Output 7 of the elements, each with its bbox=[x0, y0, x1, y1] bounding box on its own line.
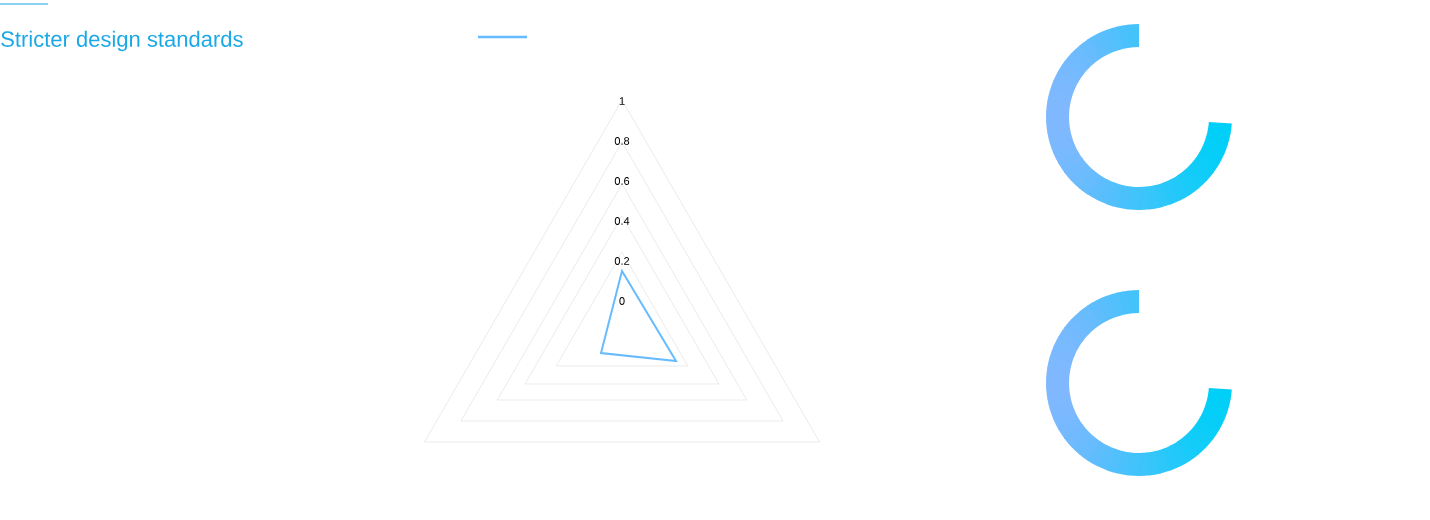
axis-tick-label: 0.2 bbox=[614, 257, 630, 265]
axis-tick-label: 0 bbox=[619, 297, 625, 305]
axis-tick-label: 0.8 bbox=[614, 137, 630, 145]
axis-tick-label: 1 bbox=[619, 97, 625, 105]
axis-tick-label: 0.6 bbox=[614, 177, 630, 185]
title: Stricter design standards bbox=[1, 30, 243, 52]
axis-tick-label: 0.4 bbox=[614, 217, 630, 225]
